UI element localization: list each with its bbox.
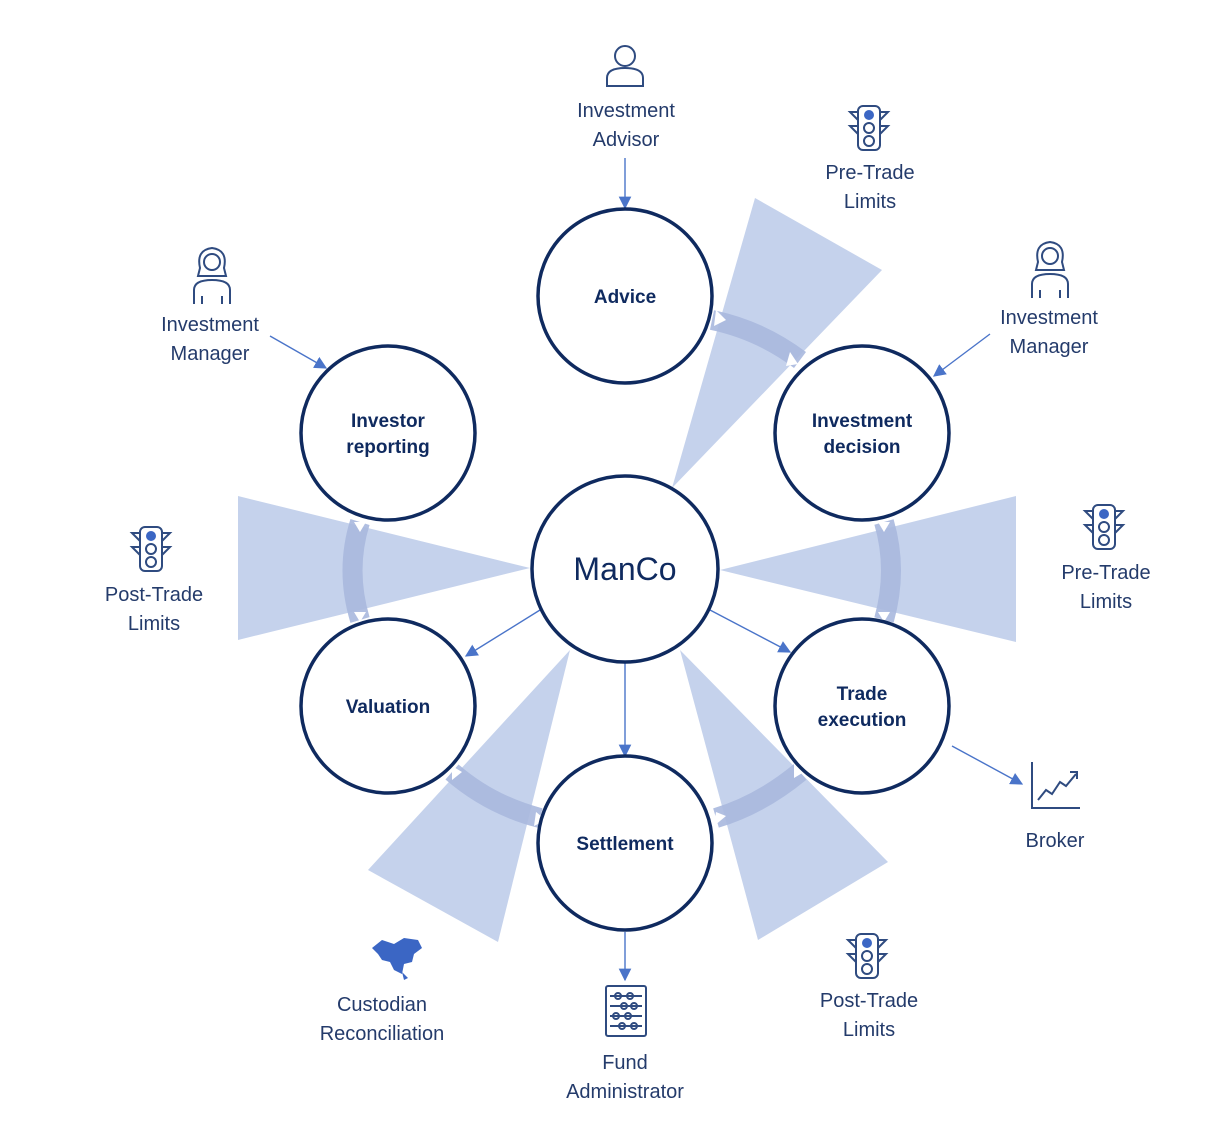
arrow-manager-to-decision <box>932 333 991 377</box>
arrow-execution-to-broker <box>951 745 1024 785</box>
flow-head-6 <box>714 812 726 826</box>
flow-head-2 <box>786 352 798 366</box>
node-manco-label: ManCo <box>573 551 676 587</box>
beam-pretrade-right <box>720 496 1016 642</box>
posttrade-left-label-2: Limits <box>128 613 180 635</box>
node-investment-decision-circle[interactable] <box>773 344 951 522</box>
posttrade-bottom-label-2: Limits <box>843 1019 895 1041</box>
node-valuation[interactable]: Valuation <box>299 617 477 795</box>
node-manco[interactable]: ManCo <box>530 474 720 664</box>
flow-head-8 <box>452 766 462 780</box>
node-investment-decision-label-2: decision <box>823 437 900 458</box>
flow-decision-to-execution <box>874 519 901 623</box>
flow-head-3 <box>878 522 890 532</box>
investment-advisor-label-2: Advisor <box>593 129 660 151</box>
pretrade-right-label-2: Limits <box>1080 591 1132 613</box>
connector-arrows <box>269 158 1024 982</box>
flow-head-5 <box>794 764 804 778</box>
flow-head-9 <box>354 612 366 622</box>
flow-head-4 <box>878 612 890 622</box>
flow-valuation-to-reporting <box>342 519 370 623</box>
pretrade-top-label-1: Pre-Trade <box>825 162 914 184</box>
line-chart-icon <box>1031 762 1080 809</box>
investment-manager-left-label-2: Manager <box>171 343 250 365</box>
arrow-manco-to-execution <box>709 609 792 653</box>
node-trade-execution-circle[interactable] <box>773 617 951 795</box>
node-settlement-label: Settlement <box>576 834 674 855</box>
woman-person-icon <box>1031 240 1069 298</box>
node-valuation-label: Valuation <box>346 697 430 718</box>
flow-execution-to-settlement <box>713 764 807 828</box>
flow-head-10 <box>354 522 366 532</box>
broker-label: Broker <box>1026 830 1085 852</box>
node-investor-reporting-circle[interactable] <box>299 344 477 522</box>
investment-manager-left-label-1: Investment <box>161 314 259 336</box>
node-settlement-circle[interactable] <box>536 754 714 932</box>
flow-settlement-to-valuation <box>445 764 543 828</box>
abacus-icon <box>605 985 647 1037</box>
node-advice-circle[interactable] <box>536 207 714 385</box>
pretrade-right-label-1: Pre-Trade <box>1061 562 1150 584</box>
node-trade-execution-label-2: execution <box>818 710 907 731</box>
flow-head-1 <box>714 310 726 326</box>
custodian-label-2: Reconciliation <box>320 1023 445 1045</box>
process-flow-bands <box>342 310 901 828</box>
node-settlement[interactable]: Settlement <box>536 754 714 932</box>
investment-manager-right-label-1: Investment <box>1000 307 1098 329</box>
node-trade-execution-label-1: Trade <box>837 684 888 705</box>
custodian-label-1: Custodian <box>337 994 427 1016</box>
node-advice-label: Advice <box>594 287 656 308</box>
node-investor-reporting[interactable]: Investor reporting <box>299 344 477 522</box>
actor-labels: Investment Advisor Pre-Trade Limits Inve… <box>105 100 1151 1103</box>
node-advice[interactable]: Advice <box>536 207 714 385</box>
person-icon <box>606 45 644 87</box>
fund-administrator-label-2: Administrator <box>566 1081 684 1103</box>
node-investor-reporting-label-1: Investor <box>351 411 426 432</box>
woman-person-icon <box>193 246 231 304</box>
map-icon <box>372 938 422 980</box>
node-investment-decision[interactable]: Investment decision <box>773 344 951 522</box>
traffic-light-icon <box>1082 504 1126 550</box>
node-investment-decision-label-1: Investment <box>812 411 913 432</box>
node-manco-circle[interactable] <box>530 474 720 664</box>
node-valuation-circle[interactable] <box>299 617 477 795</box>
investment-manager-right-label-2: Manager <box>1010 336 1089 358</box>
investment-advisor-label-1: Investment <box>577 100 675 122</box>
process-nodes: Advice Investment decision Trade executi… <box>299 207 951 932</box>
fund-administrator-label-1: Fund <box>602 1052 648 1074</box>
traffic-light-icon <box>847 105 891 151</box>
arrow-manager-to-reporting <box>269 335 328 369</box>
posttrade-left-label-1: Post-Trade <box>105 584 203 606</box>
node-trade-execution[interactable]: Trade execution <box>773 617 951 795</box>
traffic-light-icon <box>129 526 173 572</box>
arrow-manco-to-valuation <box>464 609 541 657</box>
actor-icons <box>129 45 1126 1037</box>
posttrade-bottom-label-1: Post-Trade <box>820 990 918 1012</box>
beam-posttrade-left <box>238 496 530 640</box>
traffic-light-icon <box>845 933 889 979</box>
pretrade-top-label-2: Limits <box>844 191 896 213</box>
node-investor-reporting-label-2: reporting <box>346 437 429 458</box>
